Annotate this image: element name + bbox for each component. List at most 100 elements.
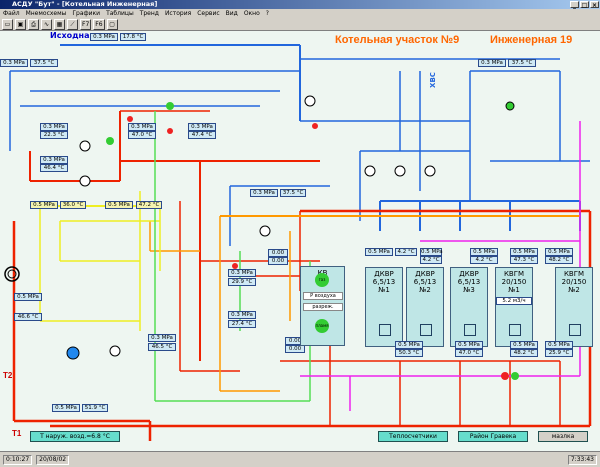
left-low-pressure: 0.5 MPa [14,293,42,301]
save-icon[interactable]: ▣ [15,19,26,30]
bot-boiler2-temp: 47.0 °C [455,349,483,357]
bot-boiler1-pressure: 0.5 MPa [395,341,423,349]
vacuum-label: разреж. [303,303,343,311]
window-controls: _ □ × [570,1,599,9]
menu-history[interactable]: История [164,10,192,17]
boiler-dkvr-3: ДКВР 6,5/13 №3 [450,267,488,347]
boiler-dkvr-1: ДКВР 6,5/13 №1 [365,267,403,347]
menu-graphs[interactable]: Графики [72,10,101,17]
boiler-kvgm-1-name: КВГМ 20/150 №1 [501,270,527,294]
address-title: Инженерная 19 [490,34,573,46]
toolbar: ▭ ▣ ⎙ ∿ ▦ ⟋ F7 F6 ▢ [0,18,600,31]
center-temp: 29.9 °C [228,278,256,286]
top-temp-value: 17.8 °C [120,33,146,41]
menu-view[interactable]: Вид [225,10,238,17]
f7-button[interactable]: F7 [80,19,92,30]
boiler-kvgm-2-indicator [569,324,581,336]
boiler-dkvr-2-name: ДКВР 6,5/13 №2 [413,270,437,294]
boiler1-temp: 4.2 °C [395,248,417,256]
boiler3-temp: 4.2 °C [470,256,498,264]
kv-temp: 37.5 °C [280,189,306,197]
pump1-temp: 22.3 °C [40,131,68,139]
window-icon[interactable]: ▢ [106,19,118,30]
boiler5-pressure: 0.5 MPa [545,248,573,256]
bot-boiler2-pressure: 0.5 MPa [455,341,483,349]
center-pressure: 0.3 MPa [228,269,256,277]
bot-boiler3-pressure: 0.5 MPa [510,341,538,349]
center2-pressure: 0.3 MPa [228,311,256,319]
center2-temp: 27.4 °C [228,320,256,328]
gas-lamp: газ [315,273,329,287]
flame-lamp: пламя [315,319,329,333]
boiler5-temp: 48.2 °C [545,256,573,264]
mid3-pressure: 0.5 MPa [30,201,58,209]
low-temp: 46.5 °C [148,343,176,351]
pump1-pressure: 0.3 MPa [40,123,68,131]
maximize-button[interactable]: □ [580,1,589,9]
pump2-pressure: 0.3 MPa [40,156,68,164]
status-clock: 7:33:43 [567,454,597,465]
bot-boiler4-temp: 25.9 °C [545,349,573,357]
boiler3-pressure: 0.5 MPa [470,248,498,256]
flow-zero-1: 0.00 [268,249,288,257]
mid4-temp: 47.2 °C [136,201,162,209]
boiler-dkvr-1-name: ДКВР 6,5/13 №1 [372,270,396,294]
close-button[interactable]: × [590,1,599,9]
fuel-oil-button[interactable]: мазлка [538,431,588,442]
bot-boiler3-temp: 48.2 °C [510,349,538,357]
window-title: АСДУ "Бут" - [Котельная Инженерная] [12,0,158,8]
pipe-network [4,44,592,441]
menu-service[interactable]: Сервис [197,10,220,17]
t2-marker: Т2 [3,371,13,380]
kv-pressure: 0.3 MPa [250,189,278,197]
table-icon[interactable]: ▦ [54,19,65,30]
district-button[interactable]: Район Гравека [458,431,528,442]
minimize-button[interactable]: _ [570,1,579,9]
boiler-dkvr-3-name: ДКВР 6,5/13 №3 [457,270,481,294]
kvgm-flow-value: 5.2 м3/ч [496,297,532,305]
flow-zero-4: 0.00 [285,345,305,353]
mid1-pressure: 0.3 MPa [128,123,156,131]
graph-icon[interactable]: ∿ [41,19,52,30]
menu-tables[interactable]: Таблицы [106,10,134,17]
menu-mnemo[interactable]: Мнемосхемы [25,10,67,17]
boiler-dkvr-2-indicator [420,324,432,336]
pump2-temp: 46.4 °C [40,164,68,172]
menu-file[interactable]: Файл [3,10,20,17]
kv-boiler: КВ газ Р воздуха разреж. пламя [300,266,345,346]
menu-trend[interactable]: Тренд [139,10,159,17]
mnemonic-diagram: Исходная Котельная участок №9 Инженерная… [0,31,600,451]
status-bar: 0:10:27 20/08/02 7:33:43 [0,451,600,467]
boiler-kvgm-2-name: КВГМ 20/150 №2 [561,270,587,294]
boiler-room-title: Котельная участок №9 [335,34,460,46]
open-icon[interactable]: ▭ [2,19,13,30]
air-pressure-label: Р воздуха [303,292,343,300]
left-top-temp: 37.5 °C [30,59,58,67]
left-top-pressure: 0.3 MPa [0,59,28,67]
boiler-dkvr-3-indicator [464,324,476,336]
status-counter: 0:10:27 [3,454,33,465]
top-pressure-value: 0.3 MPa [90,33,118,41]
print-icon[interactable]: ⎙ [28,19,39,30]
menu-window[interactable]: Окно [243,10,260,17]
heat-meters-button[interactable]: Теплосчетчики [378,431,448,442]
boiler-dkvr-2: ДКВР 6,5/13 №2 [406,267,444,347]
boiler2-pressure: 0.5 MPa [420,248,443,256]
trend-icon[interactable]: ⟋ [67,19,78,30]
boiler1-pressure: 0.5 MPa [365,248,393,256]
status-date: 20/08/02 [36,454,70,465]
window-title-bar: АСДУ "Бут" - [Котельная Инженерная] _ □ … [0,0,600,9]
menu-help[interactable]: ? [265,10,269,17]
mid2-pressure: 0.3 MPa [188,123,216,131]
boiler-kvgm-2: КВГМ 20/150 №2 [555,267,593,347]
left-low-temp: 46.6 °C [14,313,42,321]
bottom-temp: 51.9 °C [82,404,108,412]
boiler-dkvr-1-indicator [379,324,391,336]
f6-button[interactable]: F6 [93,19,105,30]
t1-marker: Т1 [12,429,22,438]
source-label: Исходная [50,31,95,40]
boiler4-pressure: 0.5 MPa [510,248,538,256]
outside-temp-panel: Т наруж. возд.=6.8 °C [30,431,120,442]
mid2-temp: 47.4 °C [188,131,216,139]
mid3-temp: 36.0 °C [60,201,86,209]
